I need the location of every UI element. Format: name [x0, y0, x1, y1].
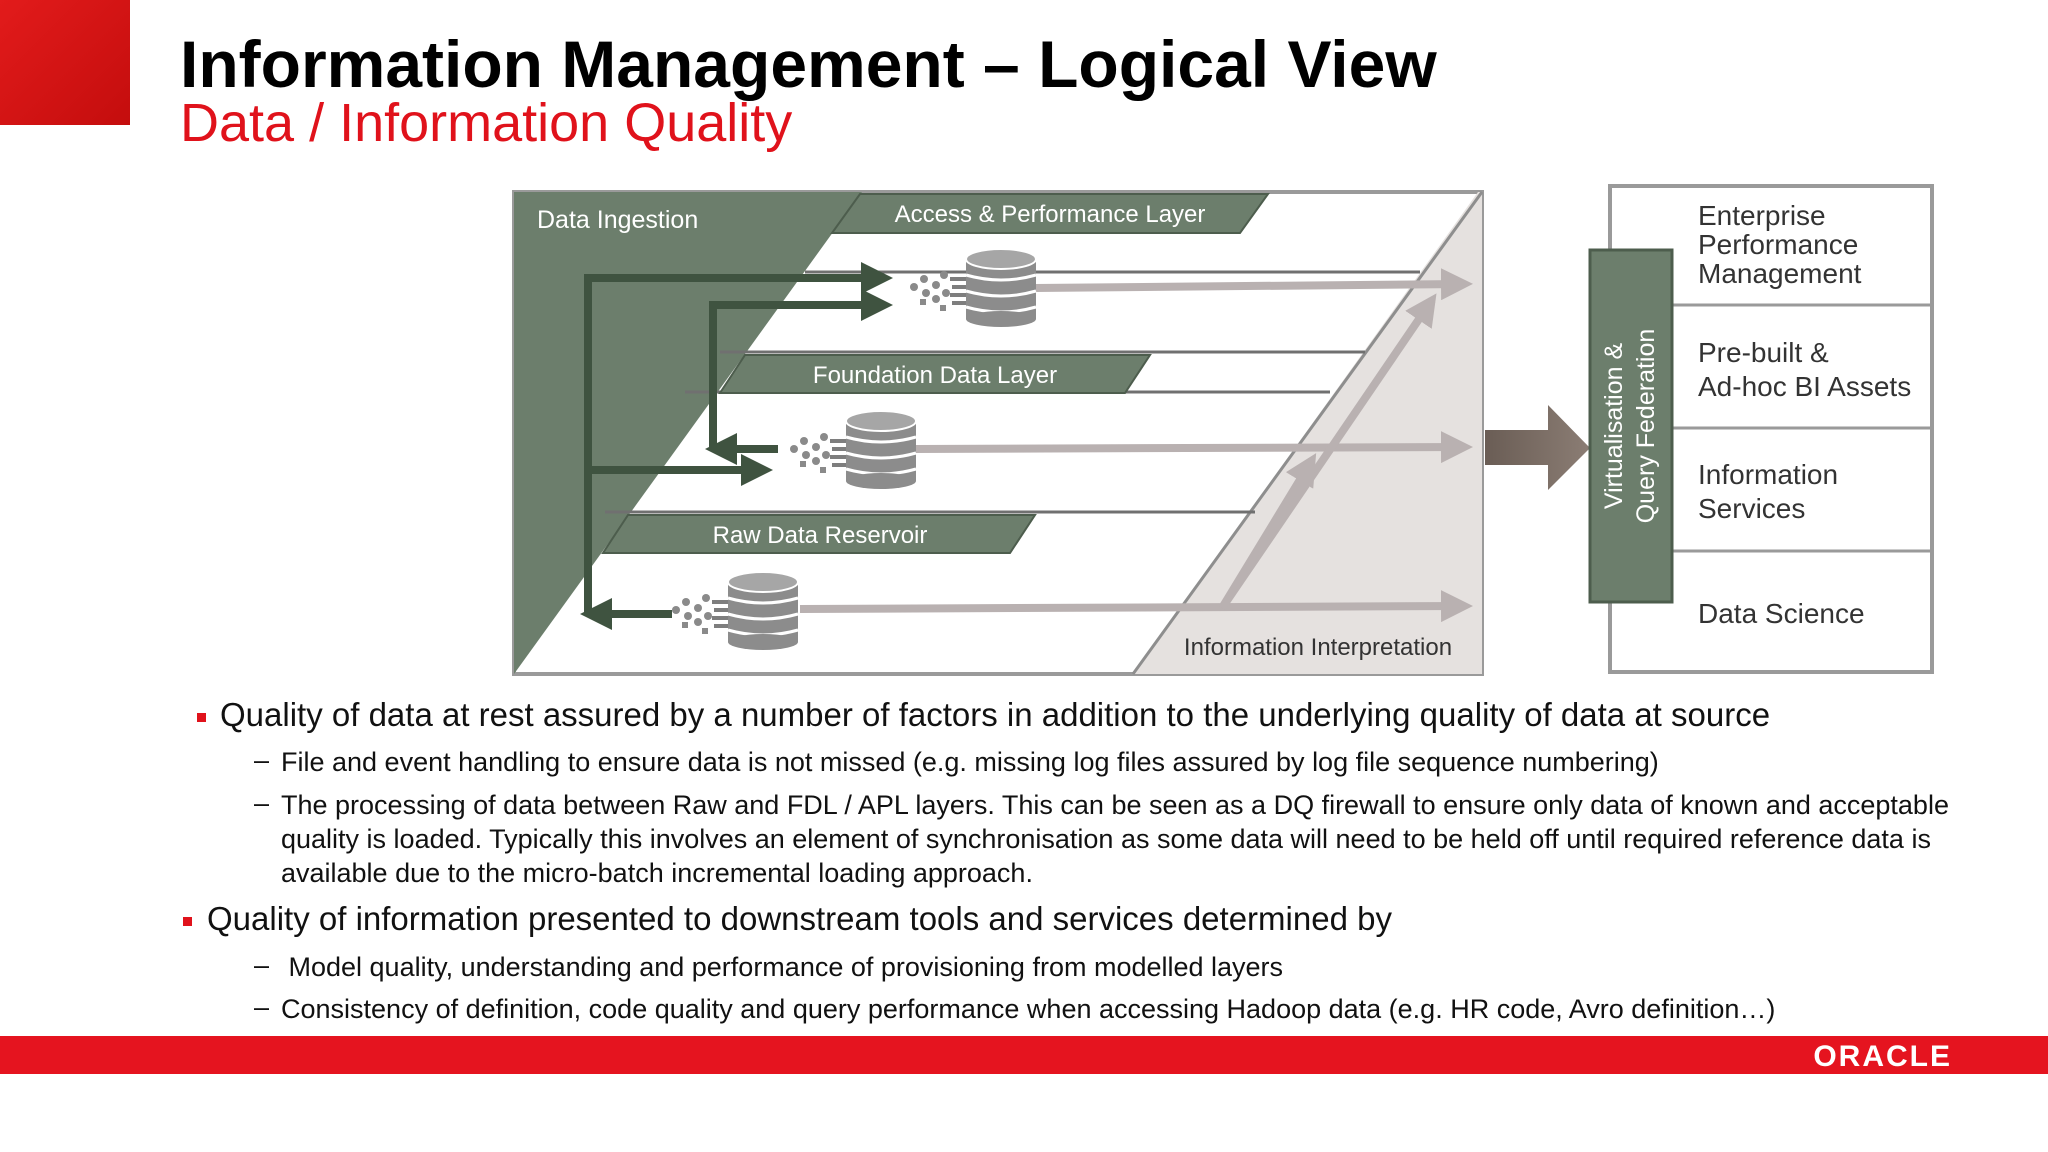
data-science-label: Data Science [1698, 598, 1865, 629]
bullet-2-sub-2: Consistency of definition, code quality … [281, 994, 1776, 1024]
bi-line1: Pre-built & [1698, 337, 1829, 368]
info-services-line1: Information [1698, 459, 1838, 490]
bullet-square [197, 713, 206, 722]
bullet-1-sub-1: File and event handling to ensure data i… [281, 747, 1659, 777]
epm-line1: Enterprise [1698, 200, 1826, 231]
foundation-layer-label: Foundation Data Layer [813, 362, 1057, 389]
virtualisation-label-1: Virtualisation & [1600, 343, 1628, 510]
corner-accent [0, 0, 130, 125]
epm-line3: Management [1698, 258, 1862, 289]
data-flow-arrows [580, 262, 893, 630]
dash-3: – [254, 950, 270, 980]
logical-view-diagram: Data Ingestion Access & Performance Laye… [512, 184, 1934, 676]
footer-bar [0, 1036, 2048, 1074]
slide-title: Information Management – Logical View [180, 27, 1437, 101]
bullet-2: Quality of information presented to down… [207, 900, 1392, 937]
federation-arrow [1485, 405, 1590, 490]
information-interpretation-label: Information Interpretation [1184, 634, 1452, 661]
data-ingestion-label: Data Ingestion [537, 206, 698, 234]
bullet-square [183, 917, 192, 926]
bullet-1-sub-2: The processing of data between Raw and F… [281, 790, 1949, 888]
dash-2: – [254, 788, 270, 818]
bullet-2-sub-1: Model quality, understanding and perform… [281, 952, 1284, 982]
ingestion-panel [514, 192, 862, 674]
virtualisation-label-2: Query Federation [1632, 329, 1660, 524]
slide-subtitle: Data / Information Quality [180, 93, 793, 153]
dash-1: – [254, 745, 270, 775]
virtualisation-bar [1588, 248, 1674, 604]
dash-4: – [254, 992, 270, 1022]
bi-line2: Ad-hoc BI Assets [1698, 371, 1911, 402]
epm-line2: Performance [1698, 229, 1858, 260]
information-flow-arrows [799, 268, 1473, 623]
oracle-logo: ORACLE [1813, 1040, 1952, 1073]
info-services-line2: Services [1698, 493, 1805, 524]
bullet-1: Quality of data at rest assured by a num… [220, 696, 1771, 733]
access-layer-label: Access & Performance Layer [895, 201, 1206, 228]
raw-reservoir-label: Raw Data Reservoir [713, 522, 928, 549]
